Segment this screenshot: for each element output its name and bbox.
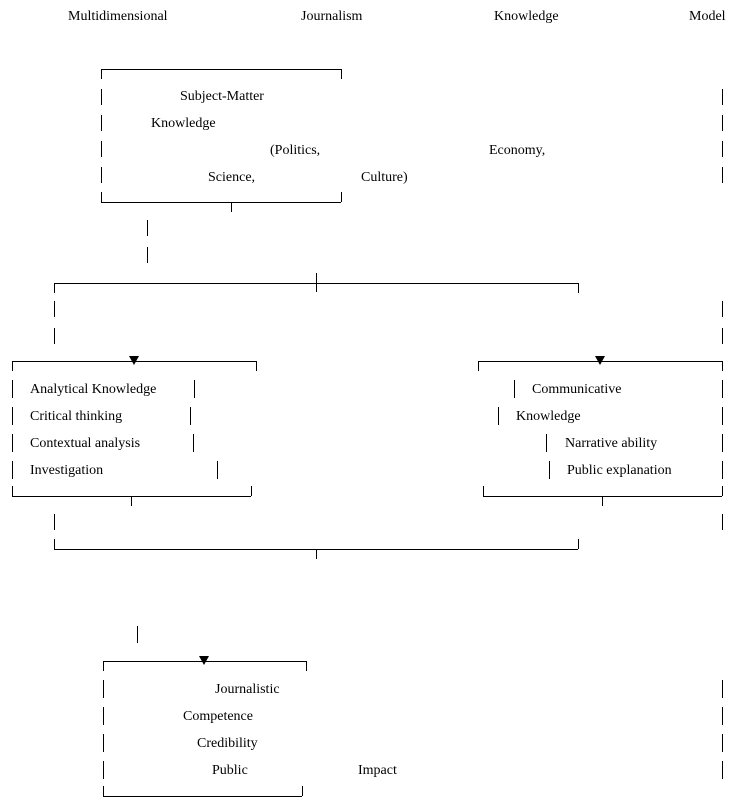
arrow-down-icon [199,656,209,665]
subject-box-bottom-right-tick [341,192,342,202]
communicative-box-bottom-right-tick [722,486,723,496]
analytical-box-bottom-left-tick [12,486,13,496]
subject-box-top-left-tick [101,69,102,79]
subject-box-line-3a: (Politics, [270,143,321,158]
analytical-box-bottom-right-tick [251,486,252,496]
arrow-down-icon [129,356,139,365]
communicative-box-right-bar-1 [722,380,723,398]
title-word-knowledge: Knowledge [494,9,559,24]
subject-box-line-3b: Economy, [489,143,546,158]
analytical-box-left-bar-4 [12,461,13,479]
analytical-box-right-bar-4 [217,461,218,479]
communicative-box-top-left-tick [478,361,479,371]
subject-box-bottom-border [101,202,341,203]
analytical-box-top-left-tick [12,361,13,371]
subject-box-right-bar-1 [722,89,723,105]
competence-box-right-bar-4 [722,761,723,779]
communicative-box-line-1: Communicative [532,382,622,397]
communicative-box-line-2: Knowledge [516,409,581,424]
communicative-box-left-bar-2 [498,407,499,425]
competence-box-left-bar-3 [103,734,104,752]
communicative-box-left-bar-3 [546,434,547,452]
subject-box-left-bar-1 [101,89,102,105]
competence-box-left-bar-1 [103,680,104,698]
communicative-box-bottom-left-tick [483,486,484,496]
merge-left-bar [54,514,55,530]
merge-bracket-right-tick [578,539,579,549]
communicative-box-line-3: Narrative ability [565,436,658,451]
split-left-down-2 [54,328,55,344]
competence-box-right-bar-1 [722,680,723,698]
subject-box-line-4b: Culture) [361,170,408,185]
split-bracket-center-tick [316,273,317,292]
merge-bracket-center-tick [316,549,317,559]
analytical-box-bottom-center-tick [131,496,132,506]
analytical-box-right-bar-1 [194,380,195,398]
communicative-box-bottom-center-tick [602,496,603,506]
subject-box-line-4a: Science, [208,170,256,185]
competence-box-line-1: Journalistic [215,682,280,697]
analytical-box-right-bar-2 [190,407,191,425]
communicative-box-right-bar-3 [722,434,723,452]
subject-box-top-right-tick [341,69,342,79]
connector-subject-down-2 [147,247,148,263]
split-left-down-1 [54,301,55,317]
split-right-down-2 [722,328,723,344]
subject-box-right-bar-2 [722,115,723,131]
analytical-box-left-bar-1 [12,380,13,398]
competence-box-right-bar-3 [722,734,723,752]
communicative-box-right-bar-4 [722,461,723,479]
connector-subject-down-1 [147,220,148,236]
subject-box-right-bar-4 [722,167,723,183]
analytical-box-line-1: Analytical Knowledge [30,382,157,397]
competence-box-line-3: Credibility [197,736,258,751]
competence-box-line-4b: Impact [358,763,397,778]
analytical-box-line-3: Contextual analysis [30,436,141,451]
subject-box-right-bar-3 [722,141,723,157]
analytical-box-left-bar-2 [12,407,13,425]
split-bracket-left-tick [54,283,55,293]
communicative-box-top-right-tick [722,361,723,371]
title-word-multidimensional: Multidimensional [68,9,168,24]
analytical-box-top-right-tick [256,361,257,371]
title-word-journalism: Journalism [301,9,363,24]
merge-bracket-left-tick [54,539,55,549]
split-bracket-right-tick [578,283,579,293]
analytical-box-right-bar-3 [193,434,194,452]
competence-box-line-2: Competence [183,709,253,724]
communicative-box-left-bar-1 [514,380,515,398]
analytical-box-line-2: Critical thinking [30,409,123,424]
subject-box-top-border [101,69,341,70]
subject-box-line-1: Subject-Matter [180,89,264,104]
subject-box-left-bar-2 [101,115,102,131]
competence-box-line-4a: Public [212,763,248,778]
competence-box-bottom-border [103,796,302,797]
competence-box-bottom-right-tick [302,786,303,796]
subject-box-bottom-center-tick [231,202,232,212]
subject-box-bottom-left-tick [101,192,102,202]
competence-box-top-left-tick [103,661,104,671]
split-right-down-1 [722,301,723,317]
subject-box-line-2: Knowledge [151,116,216,131]
competence-box-bottom-left-tick [103,786,104,796]
connector-merge-down [137,626,138,643]
analytical-box-left-bar-3 [12,434,13,452]
analytical-box-line-4: Investigation [30,463,104,478]
merge-right-bar [722,514,723,530]
communicative-box-right-bar-2 [722,407,723,425]
competence-box-left-bar-2 [103,707,104,725]
communicative-box-left-bar-4 [549,461,550,479]
competence-box-left-bar-4 [103,761,104,779]
subject-box-left-bar-4 [101,167,102,183]
competence-box-right-bar-2 [722,707,723,725]
subject-box-left-bar-3 [101,141,102,157]
arrow-down-icon [595,356,605,365]
title-word-model: Model [689,9,726,24]
communicative-box-line-4: Public explanation [567,463,672,478]
competence-box-top-right-tick [306,661,307,671]
